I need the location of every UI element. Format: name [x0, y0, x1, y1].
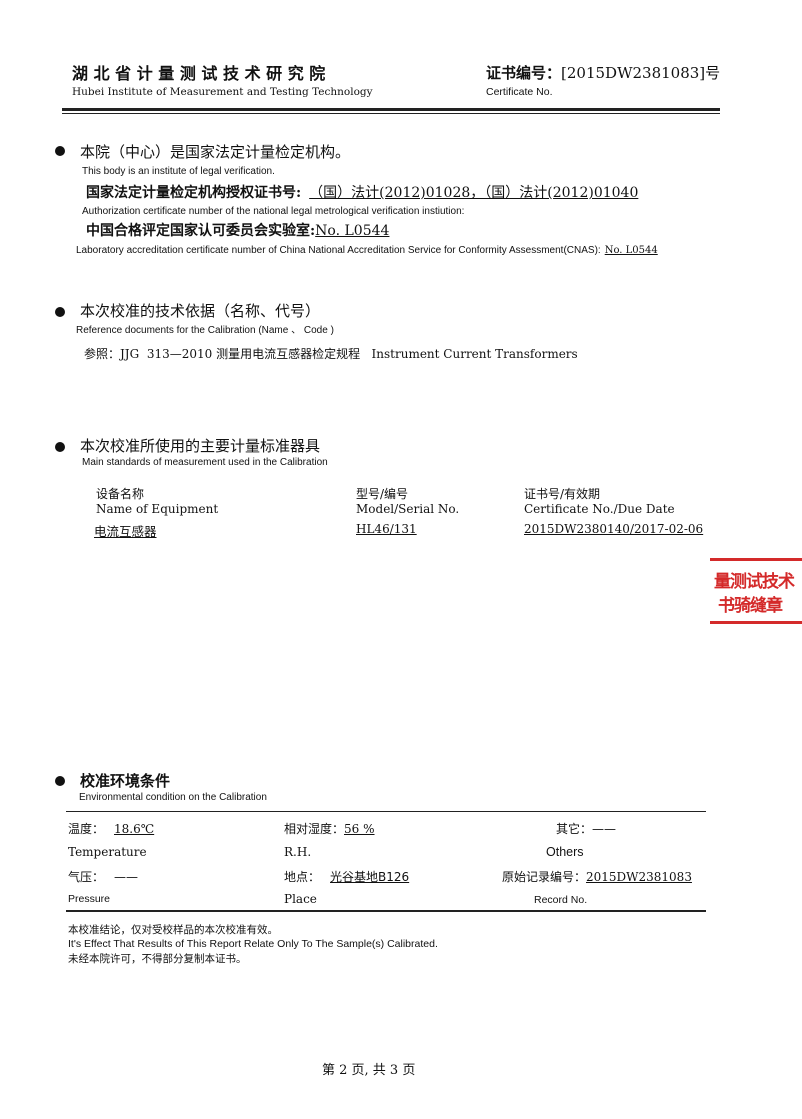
humidity-label-en: R.H. — [284, 845, 312, 859]
certificate-label: 证书编号： — [486, 64, 562, 82]
record-label-en: Record No. — [534, 894, 588, 906]
institute-name-cn: 湖 北 省 计 量 测 试 技 术 研 究 院 — [72, 64, 326, 83]
note-copyright: 未经本院许可，不得部分复制本证书。 — [68, 953, 247, 965]
standards-title: 本次校准所使用的主要计量标准器具 — [80, 437, 321, 455]
reference-title-en: Reference documents for the Calibration … — [76, 325, 334, 336]
authorization-line: 国家法定计量检定机构授权证书号: （国）法计(2012)01028，（国）法计(2… — [86, 182, 638, 202]
equipment-cert: 2015DW2380140/2017-02-06 — [524, 522, 704, 536]
cnas-label: 中国合格评定国家认可委员会实验室: — [86, 223, 316, 239]
record-label: 原始记录编号： — [502, 870, 587, 884]
temperature-label: 温度： — [68, 822, 105, 836]
seam-seal-stamp: 量测试技术 书骑缝章 — [710, 558, 802, 624]
pressure-label-en: Pressure — [68, 893, 111, 905]
environment-rule-top — [66, 811, 706, 812]
environment-title: 校准环境条件 — [80, 772, 171, 790]
temperature-label-en: Temperature — [68, 845, 147, 859]
col-model-header-en: Model/Serial No. — [356, 502, 460, 516]
reference-text: 参照：JJG 313—2010 测量用电流互感器检定规程 Instrument … — [84, 347, 578, 361]
section-bullet — [55, 307, 65, 317]
environment-rule-bottom — [66, 910, 706, 912]
humidity-value: 56 % — [344, 822, 375, 836]
place-line: 地点： 光谷基地B126 — [284, 868, 409, 885]
page-number: 第 2 页, 共 3 页 — [322, 1063, 416, 1078]
seal-line-2: 书骑缝章 — [718, 596, 783, 616]
pressure-line: 气压： —— — [68, 868, 138, 885]
standards-title-en: Main standards of measurement used in th… — [82, 457, 328, 468]
temperature-value: 18.6℃ — [114, 822, 155, 836]
authorization-number: （国）法计(2012)01028，（国）法计(2012)01040 — [309, 185, 639, 201]
others-label-en: Others — [546, 845, 584, 859]
header-rule-thin — [62, 113, 720, 114]
col-cert-header-en: Certificate No./Due Date — [524, 502, 675, 516]
pressure-label: 气压： — [68, 870, 105, 884]
others-line: 其它：—— — [556, 820, 616, 837]
cnas-number: No. L0544 — [315, 223, 390, 239]
col-cert-header-cn: 证书号/有效期 — [524, 487, 601, 501]
cnas-label-en: Laboratory accreditation certificate num… — [76, 245, 601, 256]
seal-line-1: 量测试技术 — [714, 572, 795, 592]
temperature-line: 温度： 18.6℃ — [68, 820, 154, 837]
equipment-model: HL46/131 — [356, 522, 417, 536]
place-label-en: Place — [284, 892, 317, 906]
certificate-number: [2015DW2381083] — [561, 64, 706, 82]
certificate-number-line: 证书编号：[2015DW2381083]号 — [486, 62, 720, 83]
equipment-name: 电流互感器 — [94, 524, 157, 539]
note-validity: 本校准结论，仅对受校样品的本次校准有效。 — [68, 924, 278, 936]
cnas-line-en: Laboratory accreditation certificate num… — [76, 245, 658, 256]
col-name-header-en: Name of Equipment — [96, 502, 219, 516]
cnas-number-en: No. L0544 — [604, 245, 658, 256]
others-label: 其它： — [556, 822, 593, 836]
section-bullet — [55, 442, 65, 452]
reference-title: 本次校准的技术依据（名称、代号） — [80, 302, 321, 320]
certificate-label-en: Certificate No. — [486, 86, 553, 98]
place-value: 光谷基地B126 — [330, 870, 410, 884]
others-value: —— — [592, 822, 617, 836]
col-model-header-cn: 型号/编号 — [356, 487, 409, 501]
note-validity-en: It's Effect That Results of This Report … — [68, 938, 438, 950]
humidity-label: 相对湿度： — [284, 822, 345, 836]
authorization-label: 国家法定计量检定机构授权证书号: — [86, 185, 302, 201]
certificate-suffix: 号 — [705, 64, 721, 82]
section-bullet — [55, 146, 65, 156]
legal-title-en: This body is an institute of legal verif… — [82, 166, 275, 177]
humidity-line: 相对湿度：56 % — [284, 820, 375, 837]
environment-title-en: Environmental condition on the Calibrati… — [79, 792, 267, 803]
header-rule-thick — [62, 108, 720, 111]
place-label: 地点： — [284, 870, 321, 884]
section-bullet — [55, 776, 65, 786]
authorization-label-en: Authorization certificate number of the … — [82, 206, 465, 217]
legal-title: 本院（中心）是国家法定计量检定机构。 — [80, 143, 351, 161]
institute-name-en: Hubei Institute of Measurement and Testi… — [72, 86, 373, 98]
col-name-header-cn: 设备名称 — [96, 487, 145, 501]
pressure-value: —— — [114, 870, 139, 884]
cnas-line: 中国合格评定国家认可委员会实验室:No. L0544 — [86, 220, 389, 240]
record-line: 原始记录编号：2015DW2381083 — [502, 868, 692, 885]
record-value: 2015DW2381083 — [586, 870, 692, 884]
